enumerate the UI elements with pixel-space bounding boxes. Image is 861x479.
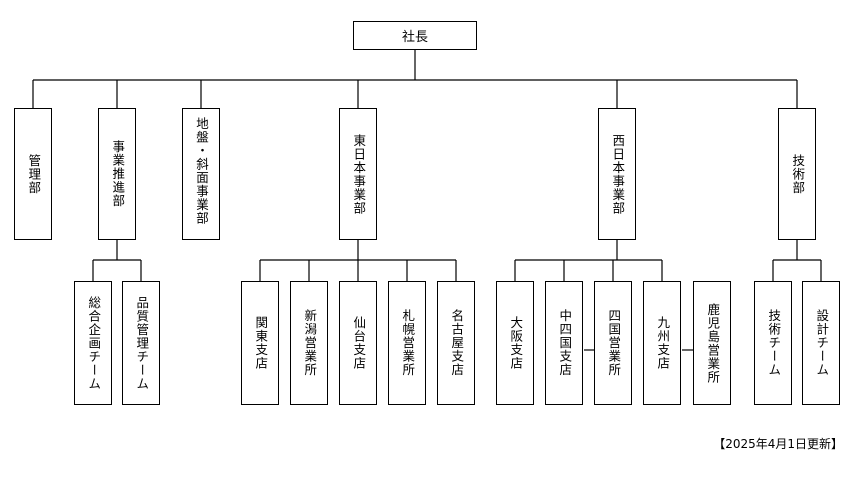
unit-label: 総合企画チーム — [86, 295, 102, 391]
unit-label: 仙台支店 — [351, 316, 367, 370]
node-president-label: 社長 — [401, 30, 428, 45]
dept-label: 地盤・斜面事業部 — [194, 117, 209, 225]
dept-label: 西日本事業部 — [610, 133, 626, 215]
node-unit: 総合企画チーム — [74, 281, 112, 405]
node-unit: 新潟営業所 — [290, 281, 328, 405]
dept-label: 事業推進部 — [110, 140, 126, 208]
dept-label: 東日本事業部 — [351, 133, 367, 215]
node-unit: 大阪支店 — [496, 281, 534, 405]
unit-label: 品質管理チーム — [134, 295, 150, 391]
node-unit: 仙台支店 — [339, 281, 377, 405]
unit-label: 九州支店 — [655, 316, 671, 370]
unit-label: 大阪支店 — [508, 316, 524, 370]
unit-label: 技術チーム — [766, 309, 782, 377]
unit-label: 鹿児島営業所 — [705, 302, 721, 384]
node-dept-gijutsu: 技術部 — [778, 108, 816, 240]
node-dept-nishi: 西日本事業部 — [598, 108, 636, 240]
node-dept-higashi: 東日本事業部 — [339, 108, 377, 240]
node-unit: 設計チーム — [802, 281, 840, 405]
unit-label: 関東支店 — [253, 316, 269, 370]
update-date-note: 【2025年4月1日更新】 — [713, 437, 843, 451]
node-unit: 九州支店 — [643, 281, 681, 405]
unit-label: 新潟営業所 — [302, 309, 318, 377]
node-unit: 技術チーム — [754, 281, 792, 405]
node-unit: 鹿児島営業所 — [693, 281, 731, 405]
node-unit: 関東支店 — [241, 281, 279, 405]
node-dept-jigyo: 事業推進部 — [98, 108, 136, 240]
node-unit: 中四国支店 — [545, 281, 583, 405]
node-dept-jiban: 地盤・斜面事業部 — [182, 108, 220, 240]
node-dept-kanri: 管理部 — [14, 108, 52, 240]
node-unit: 名古屋支店 — [437, 281, 475, 405]
dept-label: 管理部 — [26, 153, 42, 195]
dept-label: 技術部 — [790, 153, 806, 195]
unit-label: 四国営業所 — [606, 309, 622, 377]
node-president: 社長 — [353, 21, 477, 50]
unit-label: 設計チーム — [814, 309, 830, 377]
unit-label: 中四国支店 — [557, 309, 573, 377]
unit-label: 名古屋支店 — [449, 309, 465, 377]
node-unit: 札幌営業所 — [388, 281, 426, 405]
node-unit: 品質管理チーム — [122, 281, 160, 405]
unit-label: 札幌営業所 — [400, 309, 416, 377]
node-unit: 四国営業所 — [594, 281, 632, 405]
